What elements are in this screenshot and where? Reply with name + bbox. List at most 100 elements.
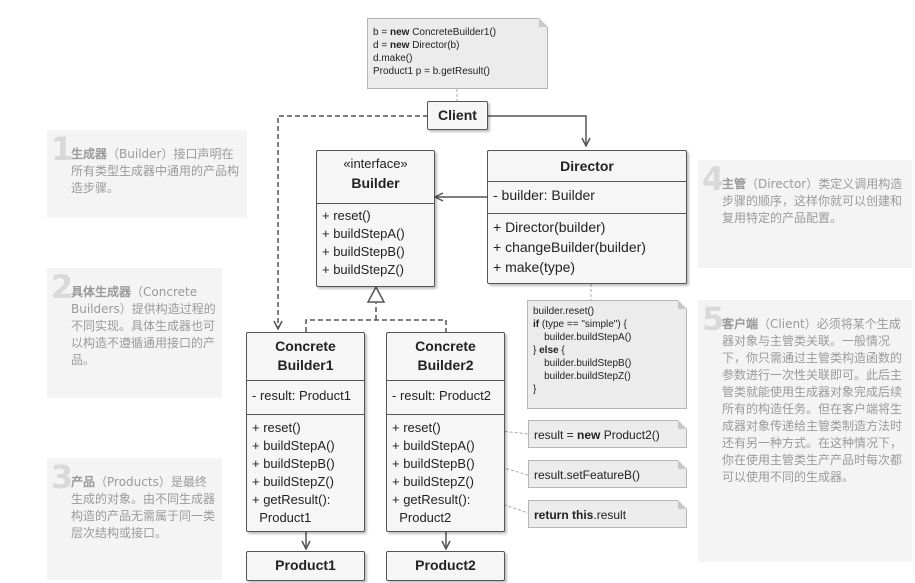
make-code-note: builder.reset()if (type == "simple") { b… — [527, 300, 687, 409]
concrete2-name-line1: Concrete — [415, 338, 476, 354]
make-note-lines: builder.reset()if (type == "simple") { b… — [533, 305, 681, 396]
featureb-note-lines: result.setFeatureB() — [534, 468, 681, 482]
side-note-title: 具体生成器 — [71, 285, 132, 299]
client-concrete1-dependency — [278, 115, 428, 329]
code-text: builder.buildStepB() — [533, 358, 632, 369]
side-note-builder: 1 生成器（Builder）接口声明在所有类型生成器中通用的产品构造步骤。 — [47, 130, 247, 218]
code-text: d.make() — [373, 53, 413, 64]
director-name: Director — [560, 158, 614, 174]
side-note-body: （Concrete Builders）提供构造过程的不同实现。具体生成器也可以构… — [71, 285, 216, 367]
builder-method: + reset() — [322, 208, 371, 223]
side-note-number: 1 — [51, 130, 74, 168]
side-note-number: 3 — [51, 458, 74, 496]
builder-method: + buildStepB() — [322, 244, 405, 259]
code-line: d.make() — [373, 52, 542, 65]
code-text: Product1 p = b.getResult() — [373, 66, 491, 77]
concrete2-methods: + reset() + buildStepA() + buildStepB() … — [387, 414, 504, 531]
side-note-text: 具体生成器（Concrete Builders）提供构造过程的不同实现。具体生成… — [71, 284, 216, 369]
client-box: Client — [427, 101, 488, 130]
code-keyword: else — [539, 345, 559, 356]
side-note-client: 5 客户端（Client）必须将某个生成器对象与主管类关联。一般情况下，你只需通… — [698, 300, 912, 562]
concrete1-method: + getResult(): — [252, 492, 331, 507]
product2-label: Product2 — [415, 557, 476, 573]
code-keyword: return — [534, 508, 569, 522]
code-keyword: if — [533, 319, 540, 330]
concrete1-field: - result: Product1 — [252, 388, 351, 403]
product2-box: Product2 — [386, 551, 505, 581]
side-note-body: （Director）类定义调用构造步骤的顺序，这样你就可以创建和复用特定的产品配… — [722, 177, 903, 225]
code-keyword: new — [389, 27, 410, 38]
code-line: result.setFeatureB() — [534, 468, 681, 482]
code-text: Product2() — [600, 428, 660, 442]
side-note-body: （Builder）接口声明在所有类型生成器中通用的产品构造步骤。 — [71, 147, 240, 195]
code-keyword: this — [572, 508, 594, 522]
builder-name: Builder — [351, 175, 400, 191]
side-note-number: 5 — [702, 300, 725, 338]
code-line: if (type == "simple") { — [533, 318, 681, 331]
code-text: Director(b) — [409, 40, 460, 51]
code-line: return this.result — [534, 508, 681, 522]
concrete1-methods: + reset() + buildStepA() + buildStepB() … — [247, 414, 364, 531]
code-text: result = — [534, 428, 578, 442]
code-text: result.setFeatureB() — [534, 468, 641, 482]
code-keyword: new — [389, 40, 410, 51]
side-note-body: （Products）是最终生成的对象。由不同生成器构造的产品无需属于同一类层次结… — [71, 475, 216, 540]
code-text: builder.buildStepA() — [533, 332, 632, 343]
getresult-code-note: return this.result — [528, 500, 687, 528]
code-line: builder.buildStepA() — [533, 331, 681, 344]
builder-methods: + reset() + buildStepA() + buildStepB() … — [317, 203, 434, 282]
concrete2-method: Product2 — [392, 510, 452, 525]
side-note-title: 客户端 — [722, 317, 759, 331]
reset-note-lines: result = new Product2() — [534, 428, 681, 442]
concrete2-fields: - result: Product2 — [387, 380, 504, 414]
code-text: builder.buildStepZ() — [533, 371, 631, 382]
side-note-title: 主管 — [722, 177, 747, 191]
code-text: .result — [593, 508, 627, 522]
client-label: Client — [438, 107, 477, 123]
concrete1-method: + buildStepA() — [252, 438, 335, 453]
code-line: builder.buildStepZ() — [533, 370, 681, 383]
code-line: builder.buildStepB() — [533, 357, 681, 370]
side-note-text: 客户端（Client）必须将某个生成器对象与主管类关联。一般情况下，你只需通过主… — [722, 316, 906, 486]
builder-interface-box: «interface» Builder + reset() + buildSte… — [316, 150, 435, 287]
code-line: } — [533, 383, 681, 396]
concrete2-method: + buildStepB() — [392, 456, 475, 471]
client-code-note: b = new ConcreteBuilder1()d = new Direct… — [367, 18, 548, 89]
concrete1-name-line1: Concrete — [275, 338, 336, 354]
code-line: result = new Product2() — [534, 428, 681, 442]
code-text: { — [558, 345, 565, 356]
director-method: + changeBuilder(builder) — [493, 239, 646, 255]
reset-code-note: result = new Product2() — [528, 420, 687, 448]
director-fields: - builder: Builder — [488, 181, 686, 213]
concrete1-method: + reset() — [252, 420, 301, 435]
builder-method: + buildStepA() — [322, 226, 405, 241]
side-note-director: 4 主管（Director）类定义调用构造步骤的顺序，这样你就可以创建和复用特定… — [698, 160, 912, 268]
concrete2-method: + getResult(): — [392, 492, 471, 507]
code-line: builder.reset() — [533, 305, 681, 318]
concrete1-method: + buildStepZ() — [252, 474, 335, 489]
code-text: ConcreteBuilder1() — [409, 27, 497, 38]
side-note-title: 产品 — [71, 475, 96, 489]
getresult-note-lines: return this.result — [534, 508, 681, 522]
concrete-builder1-box: Concrete Builder1 - result: Product1 + r… — [246, 332, 365, 532]
code-text: d = — [373, 40, 390, 51]
code-line: } else { — [533, 344, 681, 357]
side-note-text: 产品（Products）是最终生成的对象。由不同生成器构造的产品无需属于同一类层… — [71, 474, 216, 542]
concrete1-method: Product1 — [252, 510, 312, 525]
code-text: b = — [373, 27, 390, 38]
builder-stereotype: «interface» — [343, 156, 408, 171]
builder-method: + buildStepZ() — [322, 262, 405, 277]
concrete-builder2-box: Concrete Builder2 - result: Product2 + r… — [386, 332, 505, 532]
side-note-text: 生成器（Builder）接口声明在所有类型生成器中通用的产品构造步骤。 — [71, 146, 241, 197]
code-text: (type == "simple") { — [539, 319, 627, 330]
product1-label: Product1 — [275, 557, 336, 573]
side-note-title: 生成器 — [71, 147, 108, 161]
code-text: builder.reset() — [533, 306, 595, 317]
concrete2-name-line2: Builder2 — [417, 357, 474, 373]
code-line: Product1 p = b.getResult() — [373, 65, 542, 78]
realization-line — [305, 319, 447, 332]
side-note-number: 4 — [702, 160, 725, 198]
code-line: b = new ConcreteBuilder1() — [373, 26, 542, 39]
code-text: } — [533, 384, 537, 395]
concrete2-method: + buildStepA() — [392, 438, 475, 453]
